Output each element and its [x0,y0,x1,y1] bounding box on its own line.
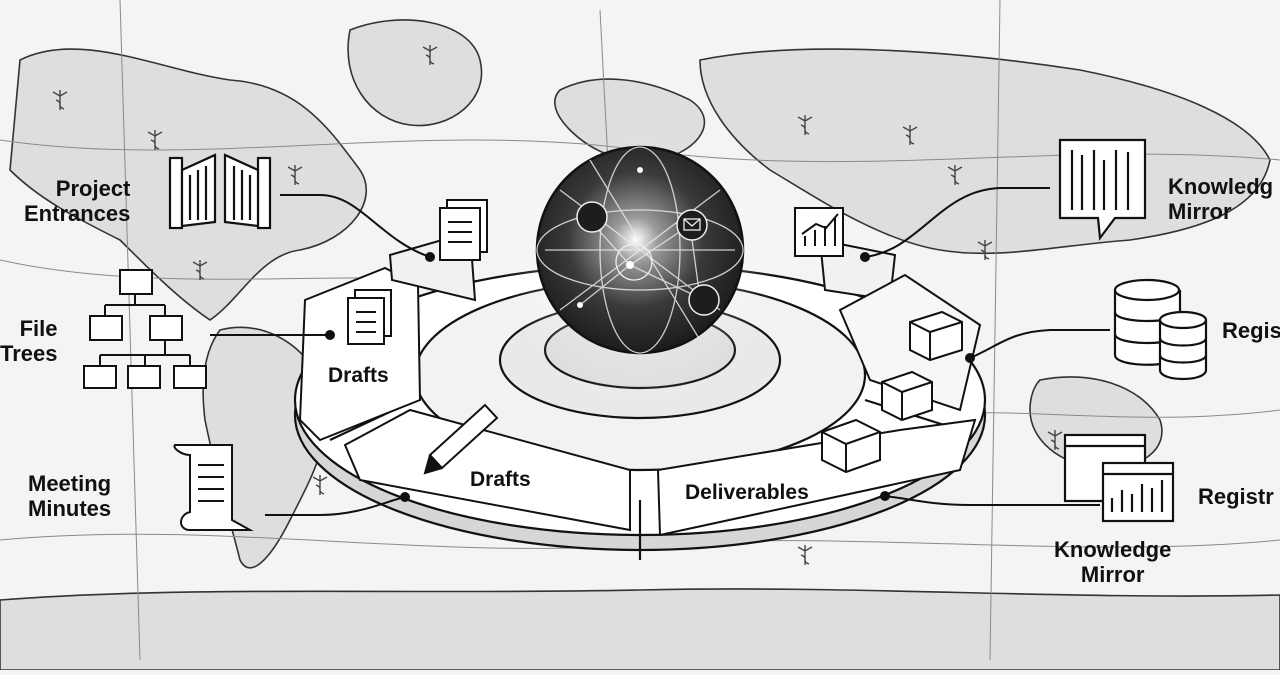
document-stack-icon [347,199,488,345]
ring-label-drafts-upper: Drafts [328,364,389,387]
callout-knowledge-mirror-top: Knowledg Mirror [1168,174,1274,224]
callout-registry-lower: Registr [1198,484,1274,509]
callout-knowledge-mirror-bottom: Knowledge Mirror [1054,537,1172,587]
connector-knowledge-top [864,187,1050,258]
greenland-landmass [347,19,483,127]
caduceus-markers [52,45,1063,565]
ring-label-deliverables: Deliverables [685,481,809,504]
sphere-node-icon [576,201,608,233]
callout-meeting-minutes: Meeting Minutes [28,471,112,521]
connector-project-entrances [280,194,431,258]
tile-drafts-front [343,408,631,532]
callout-file-trees: File Trees [0,316,58,366]
connector-registry-upper [969,329,1110,359]
world-map-background [0,19,1280,671]
caduceus-icon [977,240,993,260]
segment-tiles [298,230,982,537]
caduceus-icon [287,165,303,185]
center-node-icon [615,243,653,281]
mail-node-icon [676,209,708,241]
package-box-icon [821,310,963,474]
gate-icon [168,153,272,230]
bookshelf-icon [1058,138,1147,241]
caduceus-icon [797,545,813,565]
caduceus-icon [312,475,328,495]
bar-chart-icon [794,207,844,257]
caduceus-icon [192,260,208,280]
caduceus-icon [902,125,918,145]
connector-meeting-minutes [265,496,406,516]
caduceus-icon [422,45,438,65]
globe-network-icon [505,135,775,405]
dashboard-window-icon [1063,433,1175,523]
caduceus-icon [1047,430,1063,450]
callout-registry-upper: Regis [1222,318,1280,343]
caduceus-icon [147,130,163,150]
ring-label-drafts-front: Drafts [470,468,531,491]
connector-registry-lower [884,495,1100,506]
folder-tree-icon [83,269,207,389]
connector-lines [210,187,1110,516]
database-icon [1113,278,1208,380]
scroll-document-icon [173,444,254,531]
doc-node-icon [688,284,720,316]
caduceus-icon [52,90,68,110]
callout-project-entrances: Project Entrances [24,176,131,226]
caduceus-icon [947,165,963,185]
caduceus-icon [797,115,813,135]
antarctica-landmass [0,588,1280,671]
pencil-icon [423,403,499,475]
